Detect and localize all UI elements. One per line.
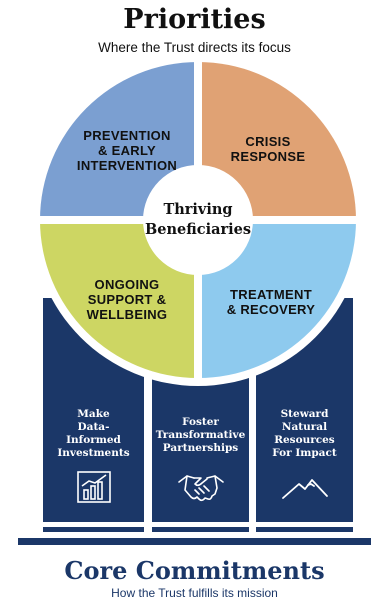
segment-label-prevention: PREVENTION & EARLY INTERVENTION: [76, 128, 178, 173]
core-commitments-subtitle: How the Trust fulfills its mission: [111, 586, 278, 600]
center-circle: [143, 165, 253, 275]
pillar-label-partnerships: Foster Transformative Partnerships: [155, 416, 246, 454]
core-commitments-title: Core Commitments: [64, 556, 325, 585]
segment-crisis: [198, 62, 356, 220]
mountain-icon: [282, 479, 328, 499]
segment-ongoing: [40, 220, 198, 378]
base-bar: [18, 538, 371, 545]
handshake-icon: [178, 475, 224, 502]
bar-chart-icon: [77, 471, 111, 503]
pillar-label-data: Make Data- Informed Investments: [57, 408, 130, 459]
segment-treatment: [198, 220, 356, 378]
center-label: Thriving Beneficiaries: [144, 201, 252, 238]
plinth-top-middle: [152, 527, 249, 532]
page-subtitle: Where the Trust directs its focus: [98, 40, 291, 55]
page-title: Priorities: [123, 4, 266, 35]
plinth-top-right: [256, 527, 353, 532]
plinth-top-left: [43, 527, 144, 532]
segment-prevention: [40, 62, 198, 220]
segment-label-ongoing: ONGOING SUPPORT & WELLBEING: [86, 277, 168, 322]
segment-label-crisis: CRISIS RESPONSE: [230, 134, 306, 164]
pillar-label-resources: Steward Natural Resources For Impact: [272, 408, 337, 459]
segment-label-treatment: TREATMENT & RECOVERY: [226, 287, 316, 317]
